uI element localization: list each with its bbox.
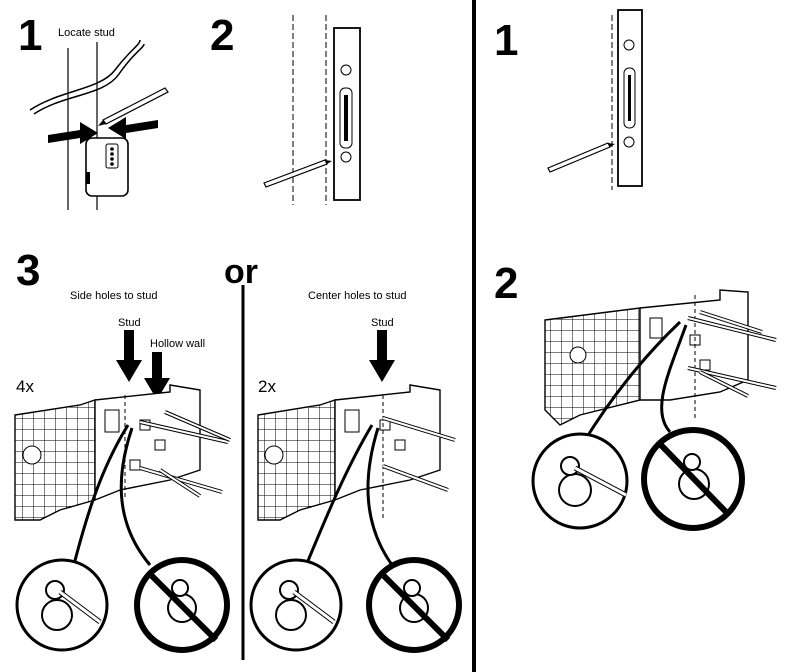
stud-finder-icon xyxy=(85,137,129,197)
screw-icon xyxy=(382,416,456,492)
step-1-locate-stud: 1 Locate stud xyxy=(18,11,169,210)
step-number: 1 xyxy=(494,16,518,65)
arrow-icon xyxy=(108,117,158,139)
pencil-icon xyxy=(98,87,169,126)
option-title: Center holes to stud xyxy=(308,290,406,302)
step-number: 1 xyxy=(18,11,42,60)
callout-line xyxy=(660,324,688,434)
callout-line xyxy=(68,424,130,581)
prohibited-icon xyxy=(134,557,230,653)
prohibited-icon xyxy=(641,427,745,531)
pencil-icon xyxy=(263,159,332,188)
right-step-2-mount: 2 xyxy=(494,259,777,531)
or-separator: or xyxy=(224,253,258,291)
option-title: Side holes to stud xyxy=(70,290,157,302)
arrow-icon xyxy=(48,122,98,144)
stud-label: Stud xyxy=(118,317,141,329)
callout-line xyxy=(366,427,394,566)
callout-line xyxy=(583,320,682,441)
cable xyxy=(33,43,145,115)
arrow-icon xyxy=(116,330,142,382)
keyhole-slot-icon xyxy=(531,432,629,530)
right-step-1-level: 1 xyxy=(494,9,643,190)
step-2-level: 2 xyxy=(210,11,361,205)
arrow-icon xyxy=(144,352,170,400)
step-caption: Locate stud xyxy=(58,27,115,39)
screw-icon xyxy=(139,410,231,498)
step-number: 2 xyxy=(210,11,234,60)
stud-label: Stud xyxy=(371,317,394,329)
screw-icon xyxy=(687,310,777,398)
keyhole-slot-icon xyxy=(249,558,343,652)
count-label: 2x xyxy=(258,377,276,396)
callout-line xyxy=(298,424,374,581)
step-number: 2 xyxy=(494,259,518,308)
hollow-wall-label: Hollow wall xyxy=(150,338,205,350)
step-number: 3 xyxy=(16,246,40,295)
prohibited-icon xyxy=(366,557,462,653)
spirit-level-icon xyxy=(617,9,643,187)
arrow-icon xyxy=(369,330,395,382)
option-side-holes: Side holes to stud Stud Hollow wall 4x xyxy=(14,290,231,653)
spirit-level-icon xyxy=(333,27,361,201)
mounting-bracket-icon xyxy=(257,384,441,521)
mounting-bracket-icon xyxy=(14,384,201,521)
option-center-holes: Center holes to stud Stud 2x xyxy=(249,290,462,653)
keyhole-slot-icon xyxy=(15,558,109,652)
count-label: 4x xyxy=(16,377,34,396)
pencil-icon xyxy=(547,142,615,173)
cable xyxy=(29,39,141,111)
callout-line xyxy=(119,427,152,566)
